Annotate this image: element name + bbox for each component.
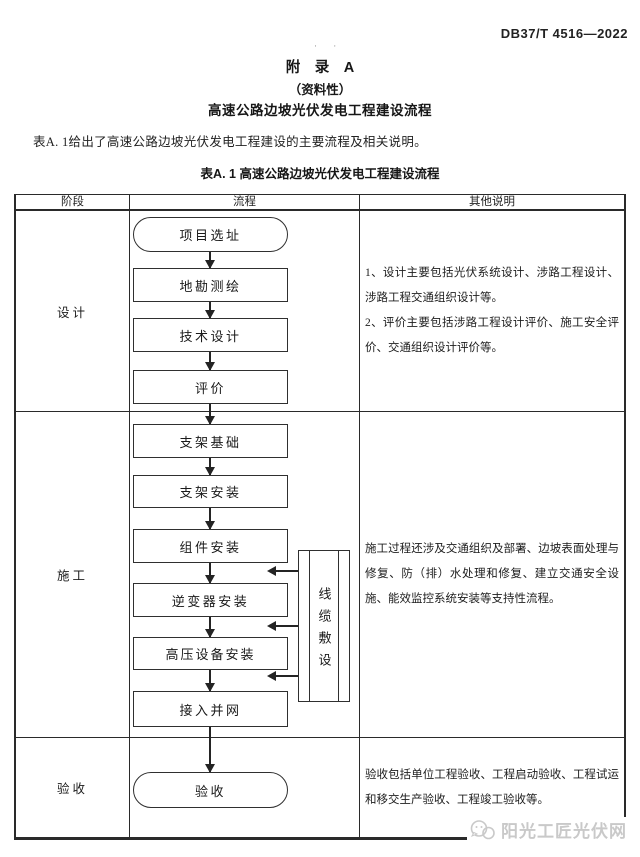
notes-design: 1、设计主要包括光伏系统设计、涉路工程设计、涉路工程交通组织设计等。 2、评价主…	[360, 211, 624, 412]
appendix-title: 高速公路边坡光伏发电工程建设流程	[208, 103, 432, 118]
flow-node-site-selection: 项目选址	[133, 217, 288, 252]
header-process: 流程	[130, 195, 360, 211]
watermark-text: 阳光工匠光伏网	[501, 822, 627, 841]
notes-construction: 施工过程还涉及交通组织及部署、边坡表面处理与修复、防（排）水处理和修复、建立交通…	[360, 412, 624, 738]
flow-node-geological-survey: 地勘测绘	[133, 268, 288, 302]
arrow-left-2	[267, 621, 298, 631]
flow-node-evaluation: 评价	[133, 370, 288, 404]
flow-node-inverter-installation: 逆变器安装	[133, 583, 288, 617]
arrow-down-8	[205, 617, 215, 638]
note-acceptance-1: 验收包括单位工程验收、工程启动验收、工程试运和移交生产验收、工程竣工验收等。	[365, 768, 619, 806]
flow-node-acceptance: 验收	[133, 772, 288, 808]
stage-construction: 施工	[16, 412, 130, 738]
header-notes: 其他说明	[360, 195, 624, 211]
watermark: 阳光工匠光伏网	[467, 817, 627, 842]
arrow-left-3	[267, 671, 298, 681]
appendix-informative-note: （资料性）	[288, 83, 352, 97]
note-design-1: 1、设计主要包括光伏系统设计、涉路工程设计、涉路工程交通组织设计等。	[365, 267, 619, 304]
standard-number: DB37/T 4516—2022	[500, 26, 628, 41]
arrow-down-10	[205, 727, 215, 773]
table-caption: 表A. 1 高速公路边坡光伏发电工程建设流程	[200, 167, 440, 181]
notes-acceptance: 验收包括单位工程验收、工程启动验收、工程试运和移交生产验收、工程竣工验收等。	[360, 738, 624, 837]
flow-cell-construction	[130, 412, 360, 738]
arrow-left-1	[267, 566, 298, 576]
cable-laying-label: 线缆敷设	[316, 586, 332, 675]
flow-cell-design	[130, 211, 360, 412]
flow-node-grid-connection: 接入并网	[133, 691, 288, 727]
arrow-down-2	[205, 302, 215, 319]
intro-paragraph: 表A. 1给出了高速公路边坡光伏发电工程建设的主要流程及相关说明。	[33, 135, 427, 149]
stage-acceptance: 验收	[16, 738, 130, 837]
note-design-2: 2、评价主要包括涉路工程设计评价、施工安全评价、交通组织设计评价等。	[365, 317, 619, 354]
scan-artifact-dots: · ·	[314, 41, 344, 51]
note-construction-1: 施工过程还涉及交通组织及部署、边坡表面处理与修复、防（排）水处理和修复、建立交通…	[365, 543, 619, 605]
flow-node-bracket-installation: 支架安装	[133, 475, 288, 508]
arrow-down-3	[205, 352, 215, 371]
arrow-down-5	[205, 458, 215, 476]
arrow-down-7	[205, 563, 215, 584]
flow-node-technical-design: 技术设计	[133, 318, 288, 352]
process-table: 阶段 流程 其他说明 设计 1、设计主要包括光伏系统设计、涉路工程设计、涉路工程…	[14, 194, 626, 840]
flow-node-hv-equipment-installation: 高压设备安装	[133, 637, 288, 670]
header-stage: 阶段	[16, 195, 130, 211]
flow-cell-acceptance	[130, 738, 360, 837]
appendix-label: 附 录 A	[285, 60, 355, 76]
arrow-down-6	[205, 508, 215, 530]
flow-node-module-installation: 组件安装	[133, 529, 288, 563]
flow-side-cable-laying: 线缆敷设	[298, 550, 350, 702]
arrow-down-1	[205, 252, 215, 269]
stage-design: 设计	[16, 211, 130, 412]
arrow-down-4	[205, 404, 215, 425]
chat-smiley-icon	[469, 819, 496, 841]
arrow-down-9	[205, 670, 215, 692]
flow-node-bracket-foundation: 支架基础	[133, 424, 288, 458]
